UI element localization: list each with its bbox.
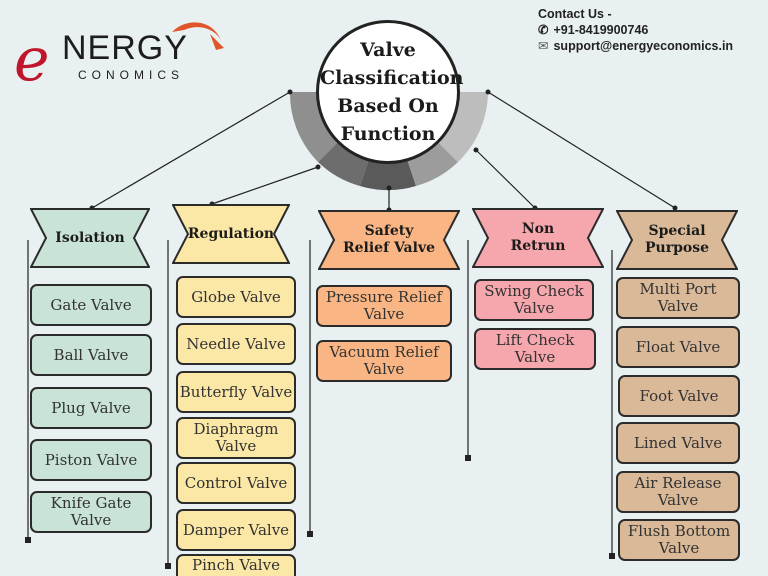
category-title: Special Purpose <box>645 223 709 256</box>
valve-label: Diaphragm Valve <box>193 420 279 455</box>
valve-label: Pressure Relief Valve <box>325 288 443 323</box>
center-title: Valve Classification Based On Function <box>320 39 464 145</box>
valve-label: Float Valve <box>635 337 721 356</box>
valve-box: Lift Check Valve <box>474 328 596 370</box>
valve-box: Needle Valve <box>176 323 296 365</box>
category-header-isolation: Isolation <box>30 208 150 268</box>
valve-label: Vacuum Relief Valve <box>329 343 439 378</box>
logo-swoosh-icon <box>172 22 224 50</box>
valve-label: Ball Valve <box>53 345 129 364</box>
contact-email: support@energyeconomics.in <box>553 39 734 53</box>
logo-letter-e: e <box>14 25 50 95</box>
category-header-non-return: Non Retrun <box>472 208 604 268</box>
category-header-special-purpose: Special Purpose <box>616 210 738 270</box>
valve-box: Swing Check Valve <box>474 279 594 321</box>
valve-label: Flush Bottom Valve <box>627 522 731 557</box>
valve-label: Gate Valve <box>50 295 132 314</box>
logo-subtitle: CONOMICS <box>78 68 184 82</box>
energy-economics-logo <box>10 14 240 94</box>
valve-box: Knife Gate Valve <box>30 491 152 533</box>
valve-box: Vacuum Relief Valve <box>316 340 452 382</box>
valve-label: Pinch Valve <box>192 556 280 574</box>
bowtie-shape <box>30 208 150 268</box>
contact-phone-line[interactable]: ✆ +91-8419900746 <box>538 22 733 38</box>
mail-icon: ✉ <box>538 39 549 53</box>
valve-label: Piston Valve <box>44 450 138 469</box>
valve-label: Lift Check Valve <box>495 331 575 366</box>
category-title: Regulation <box>187 225 275 242</box>
valve-box: Gate Valve <box>30 284 152 326</box>
valve-box: Plug Valve <box>30 387 152 429</box>
valve-label: Swing Check Valve <box>484 282 584 317</box>
valve-box: Pinch Valve <box>176 554 296 576</box>
phone-icon: ✆ <box>538 23 549 37</box>
valve-box: Float Valve <box>616 326 740 368</box>
valve-label: Damper Valve <box>182 520 290 539</box>
category-title: Non Retrun <box>510 221 566 254</box>
category-title: Safety Relief Valve <box>343 223 435 256</box>
bowtie-shape <box>472 208 604 268</box>
valve-box: Foot Valve <box>618 375 740 417</box>
valve-box: Piston Valve <box>30 439 152 481</box>
logo-wordmark: NERGY <box>62 29 188 67</box>
center-circle: Valve Classification Based On Function <box>316 20 464 164</box>
valve-label: Control Valve <box>184 473 288 492</box>
valve-label: Multi Port Valve <box>639 280 717 315</box>
valve-label: Foot Valve <box>639 386 719 405</box>
valve-box: Control Valve <box>176 462 296 504</box>
valve-label: Knife Gate Valve <box>50 494 132 529</box>
category-header-safety-relief: Safety Relief Valve <box>318 210 460 270</box>
valve-box: Diaphragm Valve <box>176 417 296 459</box>
valve-label: Globe Valve <box>191 287 281 306</box>
valve-label: Air Release Valve <box>634 474 722 509</box>
contact-email-line[interactable]: ✉ support@energyeconomics.in <box>538 38 733 54</box>
contact-heading: Contact Us - <box>538 7 612 21</box>
bowtie-shape <box>616 210 738 270</box>
valve-label: Lined Valve <box>633 433 723 452</box>
valve-box: Globe Valve <box>176 276 296 318</box>
valve-box: Damper Valve <box>176 509 296 551</box>
valve-box: Air Release Valve <box>616 471 740 513</box>
valve-box: Flush Bottom Valve <box>618 519 740 561</box>
valve-box: Pressure Relief Valve <box>316 285 452 327</box>
valve-label: Butterfly Valve <box>179 382 293 401</box>
valve-box: Ball Valve <box>30 334 152 376</box>
valve-label: Needle Valve <box>186 334 286 353</box>
valve-label: Plug Valve <box>51 398 131 417</box>
bowtie-shape <box>172 204 290 264</box>
category-title: Isolation <box>55 229 125 246</box>
valve-box: Multi Port Valve <box>616 277 740 319</box>
valve-box: Butterfly Valve <box>176 371 296 413</box>
valve-box: Lined Valve <box>616 422 740 464</box>
contact-phone: +91-8419900746 <box>553 23 649 37</box>
category-header-regulation: Regulation <box>172 204 290 264</box>
contact-block: Contact Us - ✆ +91-8419900746 ✉ support@… <box>538 6 733 54</box>
bowtie-shape <box>318 210 460 270</box>
